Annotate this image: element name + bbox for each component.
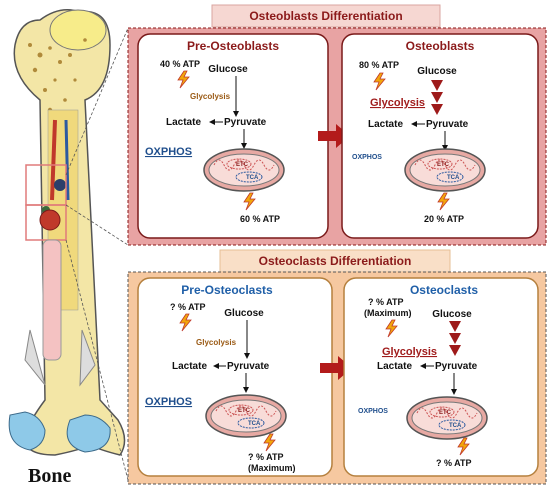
osteoclast-section-title: Osteoclasts Differentiation (259, 254, 412, 268)
osteoblast-atp-glycolysis: 80 % ATP (359, 60, 399, 70)
pre-osteoclast-etc: ETC (238, 408, 251, 414)
bone-label: Bone (28, 465, 71, 487)
red-arrowhead-icon (449, 321, 461, 332)
osteoclast-etc: ETC (439, 410, 452, 416)
mitochondrion-icon (205, 394, 287, 438)
pre-osteoblast-atp-oxphos: 60 % ATP (240, 214, 280, 224)
mitochondrion-icon (203, 148, 285, 192)
osteoblast-atp-oxphos: 20 % ATP (424, 214, 464, 224)
osteoblast-etc: ETC (437, 162, 450, 168)
mitochondrion-icon (404, 148, 486, 192)
osteoclast-panel: Osteoclasts ? % ATP (Maximum) Glucose Gl… (343, 277, 539, 477)
osteoclast-atp-glycolysis-note: (Maximum) (364, 308, 412, 318)
osteoclast-atp-oxphos: ? % ATP (436, 458, 472, 468)
osteoblast-tca: TCA (447, 175, 460, 181)
osteoclast-oxphos: OXPHOS (358, 408, 388, 415)
pre-osteoblast-glucose: Glucose (208, 64, 248, 75)
osteoclast-glycolysis: Glycolysis (382, 346, 437, 358)
osteoblast-section-title: Osteoblasts Differentiation (249, 9, 402, 23)
pre-osteoblast-atp-glycolysis: 40 % ATP (160, 59, 200, 69)
mitochondrion-icon (406, 396, 488, 440)
osteoclast-tca: TCA (449, 423, 462, 429)
osteoblast-panel: Osteoblasts 80 % ATP Glucose Glycolysis … (341, 33, 539, 239)
osteoclast-glucose: Glucose (432, 309, 472, 320)
osteoblast-glucose: Glucose (417, 66, 457, 77)
osteoclast-title: Osteoclasts (410, 283, 478, 297)
pre-osteoclast-atp-glycolysis: ? % ATP (170, 302, 206, 312)
pre-osteoclast-glycolysis: Glycolysis (196, 338, 237, 347)
pre-osteoblast-title: Pre-Osteoblasts (187, 39, 279, 53)
pre-osteoblast-pyruvate: Pyruvate (224, 117, 267, 128)
osteoblast-title: Osteoblasts (406, 39, 475, 53)
pre-osteoclast-panel: Pre-Osteoclasts ? % ATP Glucose Glycolys… (137, 277, 333, 477)
osteoblast-oxphos: OXPHOS (352, 154, 382, 161)
pre-osteoclast-tca: TCA (248, 421, 261, 427)
pre-osteoblast-glycolysis: Glycolysis (190, 92, 231, 101)
pre-osteoclast-pyruvate: Pyruvate (227, 361, 270, 372)
osteoclast-pyruvate: Pyruvate (435, 361, 478, 372)
bone-illustration (8, 9, 126, 456)
zoom-line-bottom (65, 239, 129, 481)
pre-osteoblast-panel: Pre-Osteoblasts 40 % ATP Glucose Glycoly… (137, 33, 329, 239)
pre-osteoblast-etc: ETC (236, 162, 249, 168)
pre-osteoclast-atp-oxphos-note: (Maximum) (248, 463, 296, 473)
pre-osteoblast-lactate: Lactate (166, 117, 201, 128)
pre-osteoclast-lactate: Lactate (172, 361, 207, 372)
osteoclast-lactate: Lactate (377, 361, 412, 372)
osteoclast-atp-glycolysis: ? % ATP (368, 297, 404, 307)
pre-osteoclast-atp-oxphos: ? % ATP (248, 452, 284, 462)
pre-osteoclast-title: Pre-Osteoclasts (181, 283, 273, 297)
zoom-line-mid (65, 204, 129, 246)
pre-osteoclast-oxphos: OXPHOS (145, 396, 192, 408)
red-arrowhead-icon (431, 92, 443, 103)
pre-osteoblast-tca: TCA (246, 175, 259, 181)
zoom-line-top (65, 27, 129, 176)
osteoblast-lactate: Lactate (368, 119, 403, 130)
red-arrowhead-icon (431, 104, 443, 115)
red-arrowhead-icon (431, 80, 443, 91)
osteoblast-pyruvate: Pyruvate (426, 119, 469, 130)
pre-osteoblast-oxphos: OXPHOS (145, 146, 192, 158)
pre-osteoclast-glucose: Glucose (224, 308, 264, 319)
red-arrowhead-icon (449, 345, 461, 356)
osteoblast-glycolysis: Glycolysis (370, 97, 425, 109)
red-arrowhead-icon (449, 333, 461, 344)
osteoblast-title-bar (211, 4, 441, 28)
